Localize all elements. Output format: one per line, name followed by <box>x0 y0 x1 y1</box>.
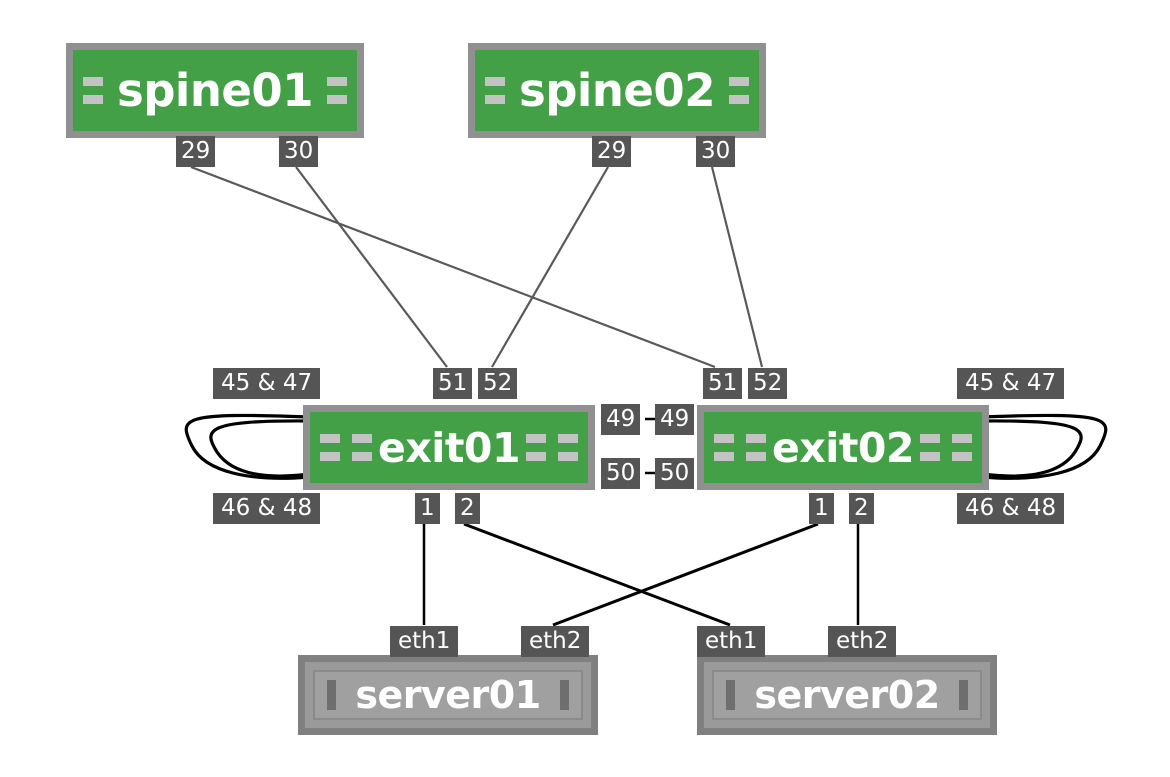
port-dash-icon <box>746 452 766 461</box>
port-label-exit01-52[interactable]: 52 <box>478 368 518 399</box>
port-label-exit02-52[interactable]: 52 <box>748 368 788 399</box>
port-label-server01-eth2[interactable]: eth2 <box>521 626 590 657</box>
link-exit01-2--server02-eth1[interactable] <box>463 522 731 627</box>
port-dash-icon <box>746 434 766 443</box>
node-exit01[interactable]: exit01 <box>303 405 595 490</box>
port-dash-icon <box>352 434 372 443</box>
port-label-exit02-2[interactable]: 2 <box>849 493 874 524</box>
node-label: server01 <box>355 673 541 717</box>
port-dash-icon <box>320 434 340 443</box>
self-loop-exit01-loop-outer[interactable] <box>184 413 311 480</box>
port-dash-icon <box>320 452 340 461</box>
server-inner-panel <box>712 670 982 720</box>
port-dash-icon <box>352 452 372 461</box>
port-dash-icon <box>83 95 103 104</box>
node-label: exit02 <box>772 423 914 472</box>
port-label-exit02-1[interactable]: 1 <box>809 493 834 524</box>
port-dash-icon <box>526 434 546 443</box>
port-label-exit02-45-47[interactable]: 45 & 47 <box>957 368 1065 399</box>
port-label-exit01-46-48[interactable]: 46 & 48 <box>213 493 321 524</box>
self-loop-exit02-loop-outer[interactable] <box>981 413 1108 480</box>
link-exit02-1--server01-eth2[interactable] <box>552 522 819 627</box>
server-bar-left-icon <box>726 680 735 710</box>
port-label-spine01-30[interactable]: 30 <box>279 136 319 167</box>
port-dash-icon <box>729 95 749 104</box>
port-label-spine02-30[interactable]: 30 <box>696 136 736 167</box>
port-dash-icon <box>714 452 734 461</box>
port-label-spine01-29[interactable]: 29 <box>176 136 216 167</box>
port-label-exit01-45-47[interactable]: 45 & 47 <box>213 368 321 399</box>
port-dash-icon <box>485 77 505 86</box>
self-loop-exit02-loop-inner[interactable] <box>981 419 1083 478</box>
node-spine01[interactable]: spine01 <box>66 43 364 138</box>
port-label-exit01-51[interactable]: 51 <box>433 368 473 399</box>
switch-port-dashes-left-icon <box>320 412 372 483</box>
switch-port-dashes-left-icon <box>714 412 766 483</box>
server-bar-right-icon <box>959 680 968 710</box>
port-label-exit02-50[interactable]: 50 <box>655 458 695 489</box>
port-label-server02-eth1[interactable]: eth1 <box>697 626 766 657</box>
port-dash-icon <box>558 452 578 461</box>
switch-port-dashes-right-icon <box>729 50 749 131</box>
self-loop-exit01-loop-inner[interactable] <box>209 419 311 478</box>
port-dash-icon <box>920 434 940 443</box>
port-dash-icon <box>920 452 940 461</box>
node-label: exit01 <box>378 423 520 472</box>
port-dash-icon <box>526 452 546 461</box>
link-spine01-30--exit01-51[interactable] <box>295 166 448 368</box>
port-dash-icon <box>952 434 972 443</box>
port-dash-icon <box>952 452 972 461</box>
link-spine02-30--exit02-52[interactable] <box>710 166 764 368</box>
link-spine02-29--exit01-52[interactable] <box>491 166 609 368</box>
port-dash-icon <box>327 95 347 104</box>
port-label-server01-eth1[interactable]: eth1 <box>390 626 459 657</box>
port-label-exit02-51[interactable]: 51 <box>703 368 743 399</box>
port-dash-icon <box>485 95 505 104</box>
port-dash-icon <box>729 77 749 86</box>
switch-port-dashes-right-icon <box>920 412 972 483</box>
link-spine01-29--exit02-51[interactable] <box>190 165 716 369</box>
port-label-server02-eth2[interactable]: eth2 <box>828 626 897 657</box>
switch-port-dashes-left-icon <box>485 50 505 131</box>
switch-port-dashes-right-icon <box>327 50 347 131</box>
node-label: spine01 <box>116 64 314 117</box>
node-spine02[interactable]: spine02 <box>468 43 766 138</box>
port-label-spine02-29[interactable]: 29 <box>592 136 632 167</box>
port-label-exit01-50[interactable]: 50 <box>601 458 641 489</box>
switch-port-dashes-right-icon <box>526 412 578 483</box>
port-dash-icon <box>714 434 734 443</box>
port-label-exit02-49[interactable]: 49 <box>655 404 695 435</box>
node-exit02[interactable]: exit02 <box>697 405 989 490</box>
port-label-exit01-1[interactable]: 1 <box>415 493 440 524</box>
node-server01[interactable]: server01 <box>298 655 598 735</box>
server-bar-right-icon <box>560 680 569 710</box>
server-inner-panel <box>313 670 583 720</box>
port-label-exit01-2[interactable]: 2 <box>455 493 480 524</box>
port-dash-icon <box>558 434 578 443</box>
port-dash-icon <box>83 77 103 86</box>
switch-port-dashes-left-icon <box>83 50 103 131</box>
node-label: spine02 <box>518 64 716 117</box>
port-label-exit01-49[interactable]: 49 <box>601 404 641 435</box>
node-label: server02 <box>754 673 940 717</box>
port-dash-icon <box>327 77 347 86</box>
node-server02[interactable]: server02 <box>697 655 997 735</box>
port-label-exit02-46-48[interactable]: 46 & 48 <box>957 493 1065 524</box>
server-bar-left-icon <box>327 680 336 710</box>
